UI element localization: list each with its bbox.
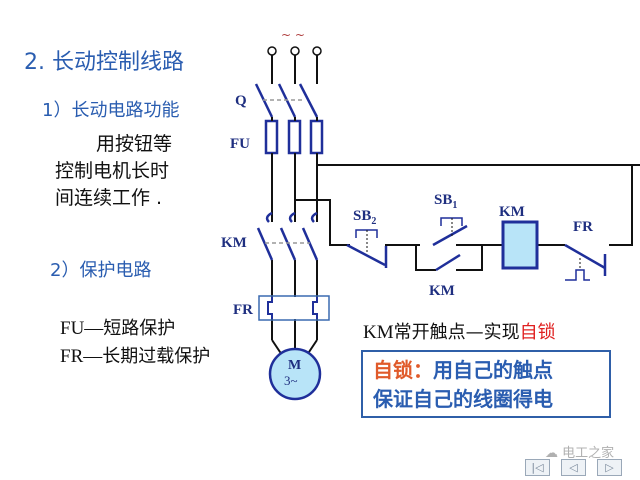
fuses [264,119,324,155]
label-km-coil: KM [499,204,525,220]
terminal-l2 [290,46,300,56]
sb2-sub: 2 [371,216,377,227]
fr-contact [564,243,607,281]
km-note-highlight: 自锁 [519,322,556,343]
fr-protection: FR—长期过载保护 [60,342,210,368]
motor-label: M [288,358,302,373]
label-km-aux: KM [429,283,455,299]
terminal-l1 [267,46,277,56]
km-note-prefix: KM [363,322,394,343]
self-lock-box: 自锁：用自己的触点 保证自己的线圈得电 [361,350,611,418]
desc-line-1: 用按钮等 [96,133,173,155]
box-line-1-blue: 用自己的触点 [433,358,553,382]
sb1-text: SB [434,192,453,208]
label-q: Q [235,93,247,109]
fu-protection-text: 短路保护 [103,318,176,339]
subtitle-protection: 2）保护电路 [50,260,152,281]
watermark-text: 电工之家 [562,446,615,461]
motor-icon [268,347,322,401]
sb2-text: SB [353,208,372,224]
label-fu: FU [230,136,250,152]
fr-heater-box [258,295,330,321]
km-main-contacts [256,211,319,261]
km-coil [501,220,539,270]
label-sb1: SB1 [434,192,457,211]
label-km-main: KM [221,235,247,251]
main-circuit [267,46,322,84]
watermark: ☁ 电工之家 [545,442,614,461]
label-fr-contact: FR [573,219,593,235]
box-line-1: 自锁：用自己的触点 [373,356,599,385]
nav-next-button[interactable]: ▷ [597,459,622,476]
sb1-button [432,217,468,247]
subtitle-function: 1）长动电路功能 [42,100,180,121]
km-note-middle: 常开触点—实现 [393,322,520,343]
label-sb2: SB2 [353,208,376,227]
page-title: 2. 长动控制线路 [24,50,184,75]
fr-protection-label: FR— [60,346,103,367]
label-fr-main: FR [233,302,253,318]
fr-heater [267,297,318,319]
nav-first-button[interactable]: |◁ [525,459,550,476]
wechat-icon: ☁ [545,446,563,461]
fu-protection-label: FU— [60,318,104,339]
terminal-l3 [312,46,322,56]
motor-phase: 3~ [284,373,298,388]
nav-prev-button[interactable]: ◁ [561,459,586,476]
box-line-1-red: 自锁： [373,358,433,382]
fr-protection-text: 长期过载保护 [102,346,211,367]
km-aux-contact [435,253,461,272]
ac-symbol: ~ ~ [281,28,305,42]
fu-protection: FU—短路保护 [60,314,175,340]
desc-line-2: 控制电机长时 [55,160,170,182]
wires [271,117,640,356]
desc-line-3: 间连续工作 . [55,187,163,209]
box-line-2: 保证自己的线圈得电 [373,387,553,411]
km-note: KM常开触点—实现自锁 [363,318,556,344]
sb1-sub: 1 [452,200,458,211]
